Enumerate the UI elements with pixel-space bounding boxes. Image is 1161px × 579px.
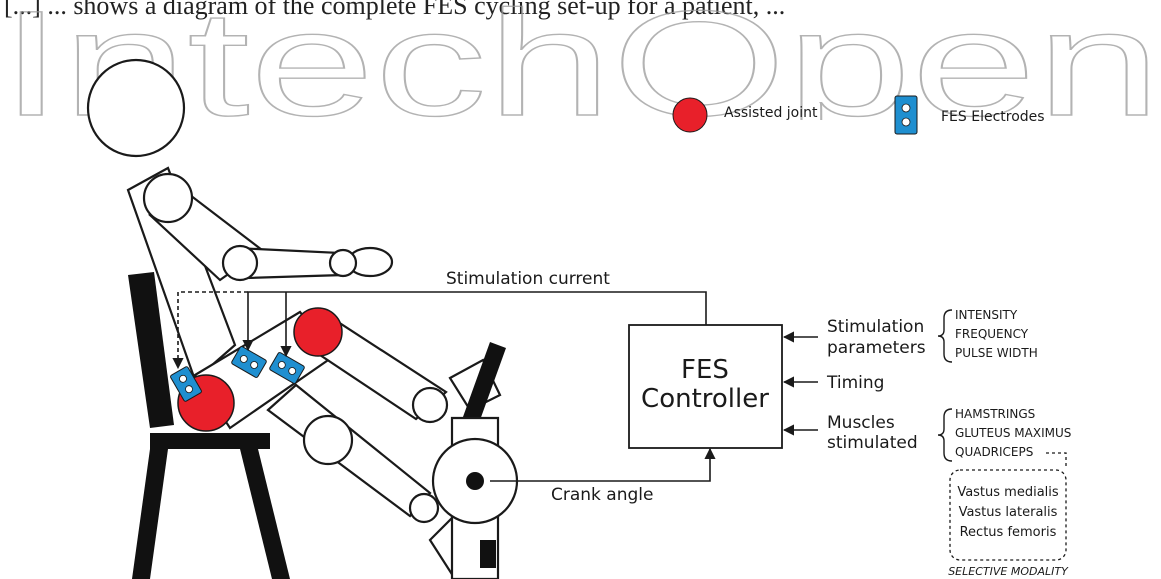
chair xyxy=(128,272,290,579)
stim-params-label-2: parameters xyxy=(827,338,926,358)
wire-to-gluteus-dashed xyxy=(172,291,248,370)
stimulation-current-label: Stimulation current xyxy=(446,269,610,289)
legend-electrode-swatch xyxy=(894,95,918,135)
controller-title-line1: FES xyxy=(681,355,729,385)
caption-fragment: [...] ... shows a diagram of the complet… xyxy=(4,0,786,20)
muscles-label-1: Muscles xyxy=(827,413,895,433)
electrode-gluteus xyxy=(170,366,202,402)
patient-ankle-near xyxy=(411,386,449,424)
timing-label: Timing xyxy=(826,373,884,393)
controller-inputs xyxy=(782,331,818,436)
ergometer-pedal-lower xyxy=(480,540,496,568)
legend: Assisted joint FES Electrodes xyxy=(672,95,1045,135)
selective-modality-label: SELECTIVE MODALITY xyxy=(948,565,1069,578)
ergometer-crank-axle xyxy=(466,472,484,490)
electrode-hamstring xyxy=(231,346,267,378)
watermark: IntechOpen xyxy=(0,0,1161,120)
crank-angle-label: Crank angle xyxy=(551,485,653,505)
legend-assisted-joint: Assisted joint xyxy=(724,105,818,121)
patient-ankle-far xyxy=(408,492,440,524)
selective-vastus-medialis: Vastus medialis xyxy=(957,485,1059,500)
selective-vastus-lateralis: Vastus lateralis xyxy=(959,505,1058,520)
crank-angle-feedback xyxy=(490,447,716,482)
cycle-ergometer xyxy=(431,342,519,579)
electrode-quadriceps xyxy=(269,352,305,384)
stim-params-brace xyxy=(937,309,953,363)
legend-fes-electrodes: FES Electrodes xyxy=(941,109,1045,125)
chair-seat xyxy=(150,433,270,449)
muscles-label-2: stimulated xyxy=(827,433,918,453)
stimulation-wiring xyxy=(172,291,716,482)
patient-torso xyxy=(126,166,237,382)
legend-joint-swatch xyxy=(672,97,708,133)
patient-elbow xyxy=(221,244,259,282)
patient-shoulder xyxy=(142,172,194,224)
stim-param-intensity: INTENSITY xyxy=(955,308,1018,322)
fes-controller: FES Controller xyxy=(628,324,783,449)
controller-title-line2: Controller xyxy=(641,384,769,414)
patient-head xyxy=(86,58,186,158)
assisted-knee-joint xyxy=(293,307,343,357)
body-electrodes xyxy=(170,346,305,402)
stim-params-label-1: Stimulation xyxy=(827,317,924,337)
chair-back-leg xyxy=(240,449,290,579)
selective-box xyxy=(949,469,1067,561)
watermark-text: IntechOpen xyxy=(0,0,1161,120)
patient-wrist xyxy=(328,248,358,278)
patient-knee-far xyxy=(302,414,354,466)
wire-to-hamstring xyxy=(242,291,707,352)
stim-param-pulse-width: PULSE WIDTH xyxy=(955,346,1038,360)
chair-backrest xyxy=(128,272,174,428)
selective-rectus-femoris: Rectus femoris xyxy=(960,525,1057,540)
controller-box xyxy=(628,324,783,449)
muscle-hamstrings: HAMSTRINGS xyxy=(955,407,1035,421)
selective-connector xyxy=(1046,452,1067,469)
stim-param-frequency: FREQUENCY xyxy=(955,327,1029,341)
chair-front-leg xyxy=(132,449,168,579)
muscle-gluteus-maximus: GLUTEUS MAXIMUS xyxy=(955,426,1071,440)
muscles-brace xyxy=(937,408,953,462)
muscle-quadriceps: QUADRICEPS xyxy=(955,445,1033,459)
